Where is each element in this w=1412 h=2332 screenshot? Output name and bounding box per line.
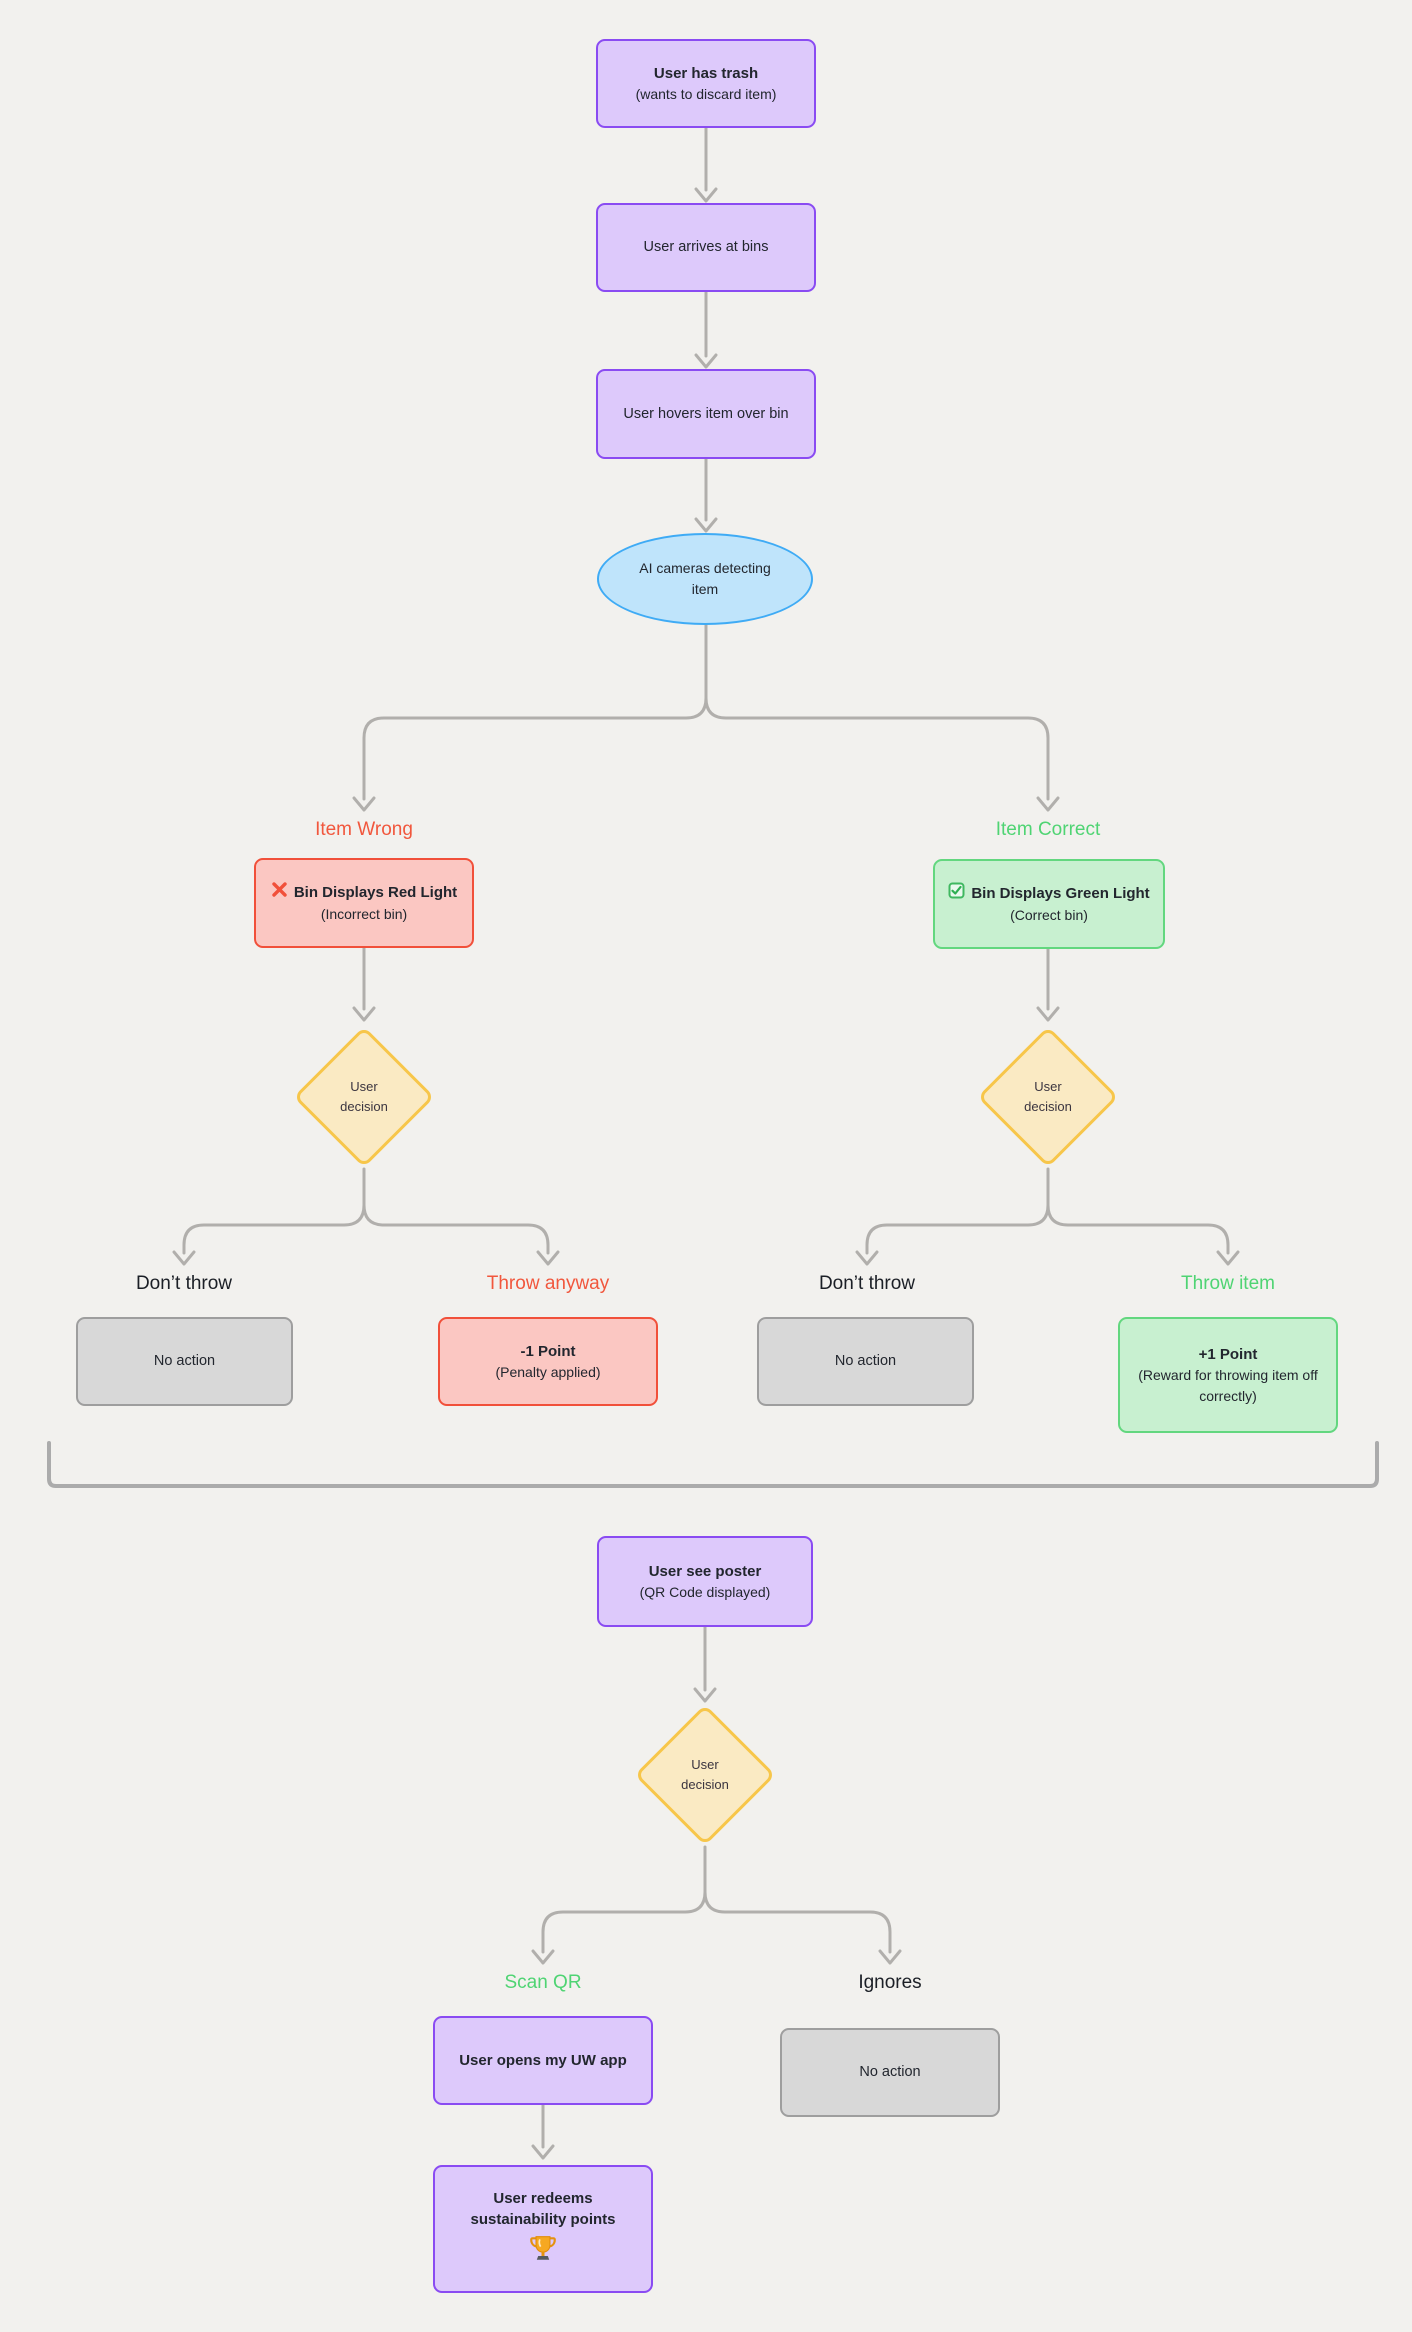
checkbox-icon	[948, 882, 965, 905]
arrive-node: User arrives at bins	[596, 203, 816, 292]
arrive-label: User arrives at bins	[643, 239, 769, 255]
start-title: User has trash	[653, 64, 759, 82]
green-light-title: Bin Displays Green Light	[971, 885, 1150, 902]
red-light-node: Bin Displays Red Light (Incorrect bin)	[254, 858, 474, 948]
x-icon	[271, 881, 288, 904]
decision-diamond-poster: User decision	[634, 1704, 776, 1846]
ai-detect-node: AI cameras detecting item	[597, 533, 813, 625]
no-action-label: No action	[834, 1353, 897, 1369]
hover-node: User hovers item over bin	[596, 369, 816, 459]
reward-node: +1 Point (Reward for throwing item off c…	[1118, 1317, 1338, 1433]
hover-label: User hovers item over bin	[623, 405, 789, 422]
uw-app-node: User opens my UW app	[433, 2016, 653, 2105]
item-correct-label: Item Correct	[995, 819, 1101, 840]
decision-diamond-right: User decision	[977, 1026, 1119, 1168]
no-action-node-bottom: No action	[780, 2028, 1000, 2117]
reward-subtitle: (Reward for throwing item off correctly)	[1138, 1366, 1318, 1404]
green-light-subtitle: (Correct bin)	[1010, 907, 1088, 923]
decision-poster-label: User decision	[681, 1757, 729, 1792]
no-action-node-left: No action	[76, 1317, 293, 1406]
trophy-icon	[528, 2234, 558, 2271]
reward-title: +1 Point	[1198, 1345, 1258, 1363]
no-action-node-right: No action	[757, 1317, 974, 1406]
uw-app-label: User opens my UW app	[459, 2052, 627, 2069]
item-wrong-label: Item Wrong	[315, 819, 413, 840]
scan-qr-label: Scan QR	[504, 1972, 582, 1993]
throw-item-label: Throw item	[1181, 1273, 1275, 1294]
decision-right-label: User decision	[1024, 1079, 1072, 1114]
decision-left-label: User decision	[340, 1079, 388, 1114]
penalty-node: -1 Point (Penalty applied)	[438, 1317, 658, 1406]
penalty-subtitle: (Penalty applied)	[495, 1363, 601, 1380]
redeem-node: User redeems sustainability points	[433, 2165, 653, 2293]
no-action-label: No action	[153, 1353, 216, 1369]
no-action-label: No action	[859, 2064, 921, 2080]
poster-title: User see poster	[648, 1562, 762, 1580]
ignores-label: Ignores	[858, 1972, 922, 1993]
green-light-node: Bin Displays Green Light (Correct bin)	[933, 859, 1165, 949]
poster-node: User see poster (QR Code displayed)	[597, 1536, 813, 1627]
throw-anyway-label: Throw anyway	[486, 1273, 610, 1294]
red-light-subtitle: (Incorrect bin)	[320, 906, 408, 922]
start-subtitle: (wants to discard item)	[635, 85, 777, 102]
ai-detect-label: AI cameras detecting item	[639, 560, 771, 597]
dont-throw-label-right: Don’t throw	[818, 1273, 916, 1294]
start-node: User has trash (wants to discard item)	[596, 39, 816, 128]
poster-subtitle: (QR Code displayed)	[639, 1583, 771, 1600]
penalty-title: -1 Point	[520, 1342, 576, 1360]
decision-diamond-left: User decision	[293, 1026, 435, 1168]
red-light-title: Bin Displays Red Light	[293, 884, 458, 901]
redeem-title: User redeems sustainability points	[470, 2189, 616, 2228]
dont-throw-label-left: Don’t throw	[135, 1273, 233, 1294]
